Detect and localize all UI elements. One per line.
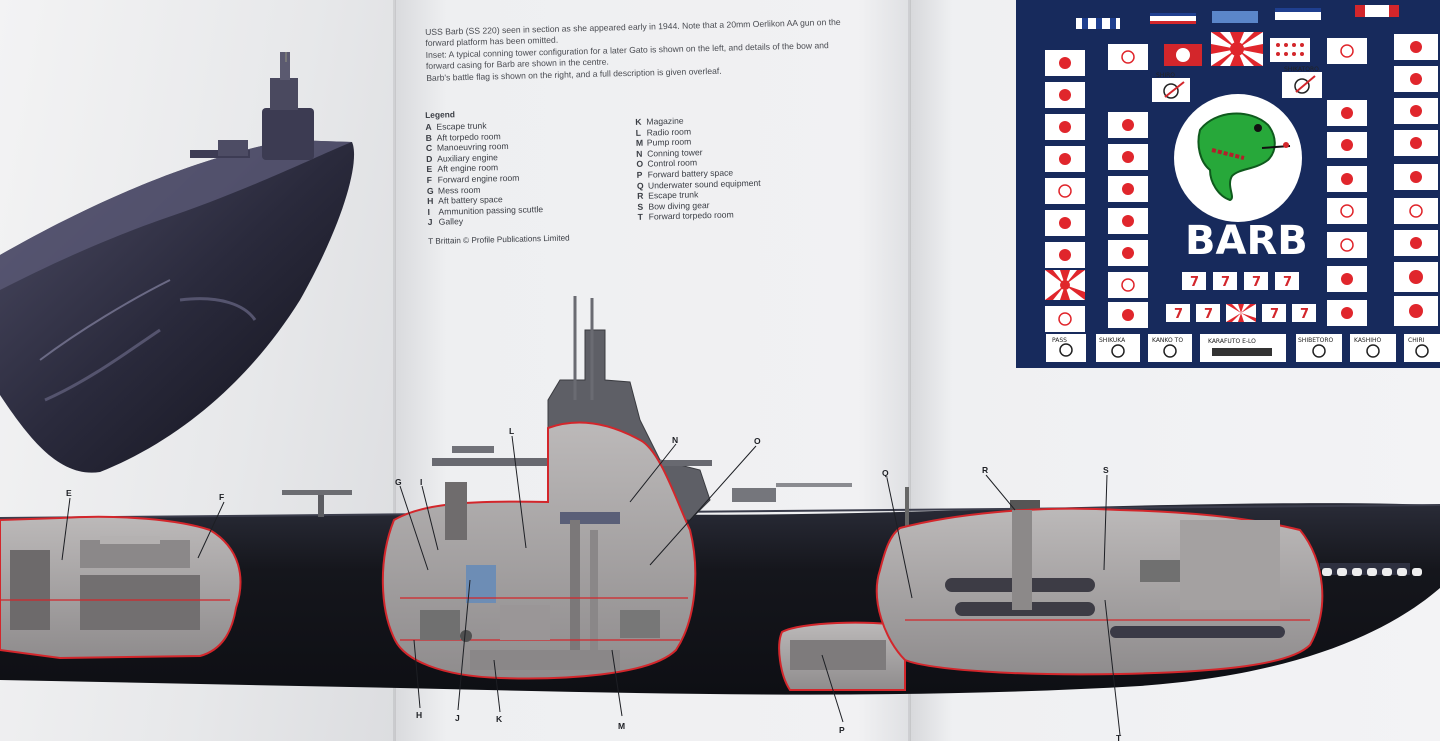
cutaway-forward-torpedo-room [875,507,1324,676]
callout-O: O [754,436,761,446]
flag-label: SHIKATORO [1284,66,1319,73]
torpedo-flags: 7 7 7 7 7 7 7 7 [1166,272,1316,322]
cutaway-forward-battery [778,621,906,691]
flag-label: PASS [1052,337,1067,344]
svg-text:7: 7 [1270,307,1279,322]
flag-label: SHIBETORO [1298,337,1334,344]
svg-text:7: 7 [1283,275,1292,290]
cutaway-control-section [381,421,697,680]
flag-label: KASHIHO [1354,337,1382,344]
callout-K: K [496,714,503,724]
callout-G: G [395,477,402,487]
callout-M: M [618,721,625,731]
svg-text:7: 7 [1300,307,1309,322]
cutaway-aft-engine-rooms [0,515,242,660]
limber-holes [1322,568,1422,576]
callout-J: J [455,713,460,723]
callout-T: T [1116,733,1122,741]
flag-label: CHIRI [1408,337,1425,344]
callout-R: R [982,465,988,475]
flag-label: KARAFUTO E-LO [1208,338,1256,345]
ribbon-row [1076,5,1399,29]
callout-I: I [420,477,422,487]
flag-label: SHIRO [1156,72,1175,79]
svg-text:7: 7 [1221,275,1230,290]
flag-label: KANKO TO [1152,337,1183,344]
svg-text:7: 7 [1204,307,1213,322]
callout-lines [61,435,1121,736]
page-fold-right [908,0,911,741]
callout-Q: Q [882,468,889,478]
barb-name: BARB [1185,218,1308,264]
callout-N: N [672,435,678,445]
svg-text:7: 7 [1252,275,1261,290]
svg-text:7: 7 [1190,275,1199,290]
callout-E: E [66,488,72,498]
rising-sun-flag [1211,32,1263,66]
bombardment-flags-upper: SHIRO SHIKATORO [1152,66,1322,102]
barb-fish-emblem [1174,94,1302,222]
callout-F: F [219,492,224,502]
callout-labels: E F G I L N O Q R S H J K M P T [66,426,1122,741]
flag-label: SHIKUKA [1099,337,1126,344]
battle-flag: 7 7 7 7 7 7 7 7 SHIRO SHIKATORO [1016,0,1440,368]
callout-H: H [416,710,422,720]
callout-L: L [509,426,514,436]
kill-flags-right [1327,34,1438,326]
inset-bow-illustration [0,52,355,473]
bottom-flag-row: PASS SHIKUKA KANKO TO KARAFUTO E-LO SHIB… [1046,334,1440,362]
rising-sun-flags [1045,270,1256,322]
callout-P: P [839,725,845,735]
page-fold-left [393,0,396,741]
svg-text:7: 7 [1174,307,1183,322]
callout-S: S [1103,465,1109,475]
